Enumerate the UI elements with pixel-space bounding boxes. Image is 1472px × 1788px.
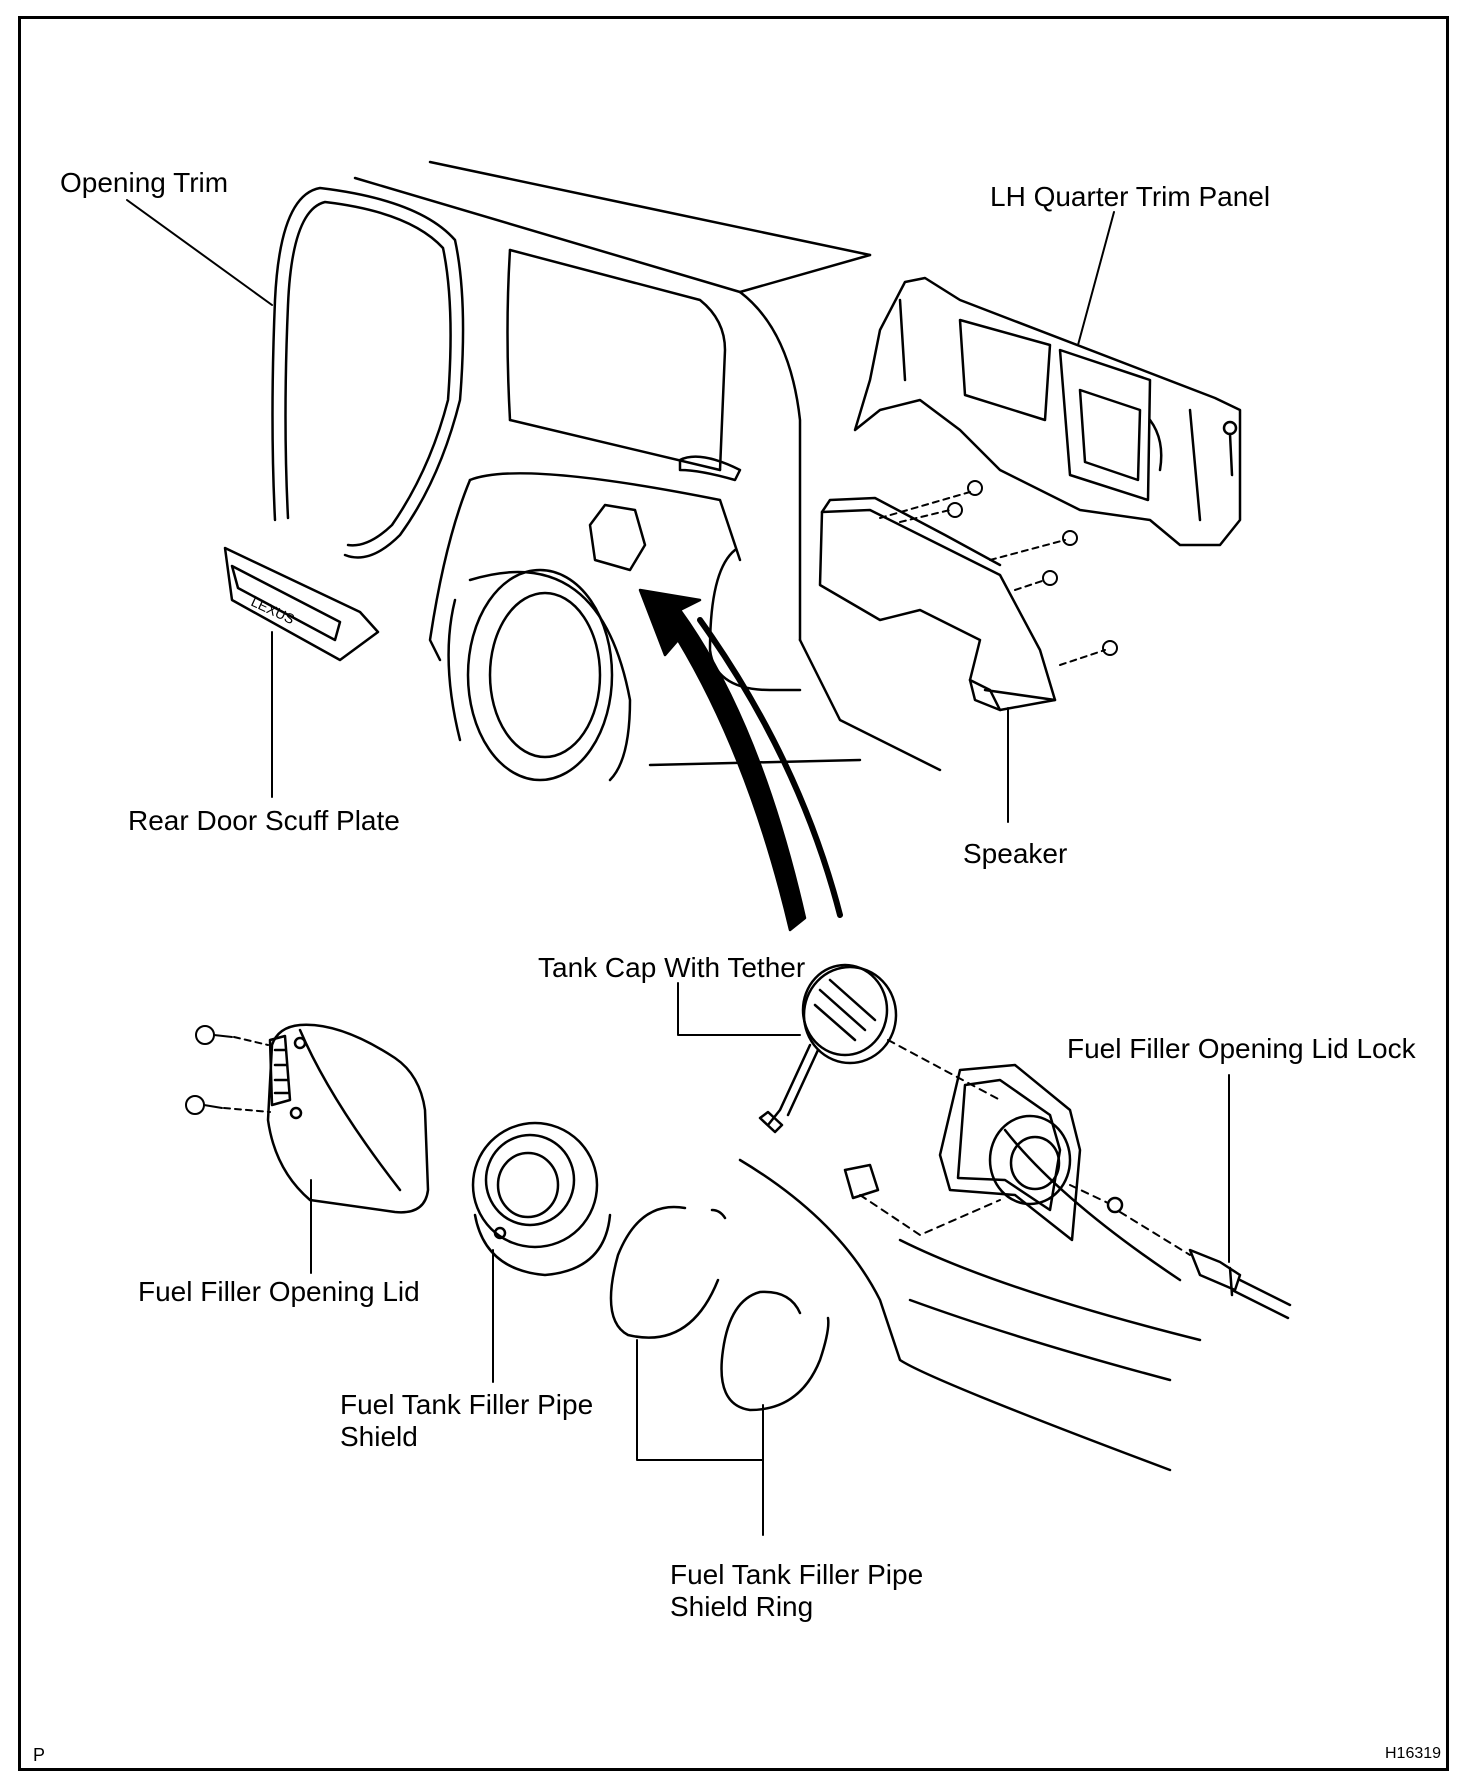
label-shield-ring-line1: Fuel Tank Filler Pipe [670, 1559, 924, 1590]
label-tank-cap-with-tether: Tank Cap With Tether [538, 952, 806, 983]
vehicle-quarter-panel-lower [738, 1128, 1202, 1472]
figure-id: H16319 [1385, 1745, 1442, 1762]
fuel-tank-filler-pipe-shield-ring-part [609, 1205, 830, 1412]
label-fuel-filler-opening-lid: Fuel Filler Opening Lid [138, 1276, 420, 1307]
label-shield-ring-line2: Shield Ring [670, 1591, 814, 1622]
label-fuel-filler-opening-lid-lock: Fuel Filler Opening Lid Lock [1067, 1033, 1416, 1064]
label-opening-trim: Opening Trim [60, 167, 229, 198]
diagram-frame [18, 16, 1449, 1771]
fuel-filler-opening-lid-part [266, 1023, 430, 1214]
tank-cap-with-tether-part [758, 963, 1001, 1134]
screws-speaker [879, 480, 1118, 666]
installation-arrow [638, 588, 843, 932]
vehicle-rear-body [353, 160, 942, 782]
label-fuel-tank-filler-pipe-shield-line2: Shield [340, 1421, 418, 1452]
speaker-part [818, 496, 1057, 712]
label-lh-quarter-trim-panel: LH Quarter Trim Panel [990, 181, 1271, 212]
fuel-filler-opening-lid-lock-part [1188, 1248, 1292, 1320]
label-speaker: Speaker [963, 838, 1068, 869]
label-fuel-tank-filler-pipe-shield-line1: Fuel Tank Filler Pipe [340, 1389, 594, 1420]
filler-neck-fitting-part [843, 1163, 1191, 1256]
fuel-tank-filler-pipe-shield-part [471, 1121, 612, 1277]
lh-quarter-trim-panel-part [853, 276, 1242, 547]
rear-door-scuff-plate-part: LEXUS [223, 546, 380, 662]
leader-lines-upper [126, 199, 1115, 823]
leader-lines-lower [310, 982, 1230, 1536]
opening-trim-part [271, 186, 465, 559]
label-rear-door-scuff-plate: Rear Door Scuff Plate [128, 805, 400, 836]
lid-bolts [185, 1025, 271, 1115]
page-marker: P [33, 1745, 46, 1765]
fuel-filler-housing-part [938, 1063, 1082, 1242]
